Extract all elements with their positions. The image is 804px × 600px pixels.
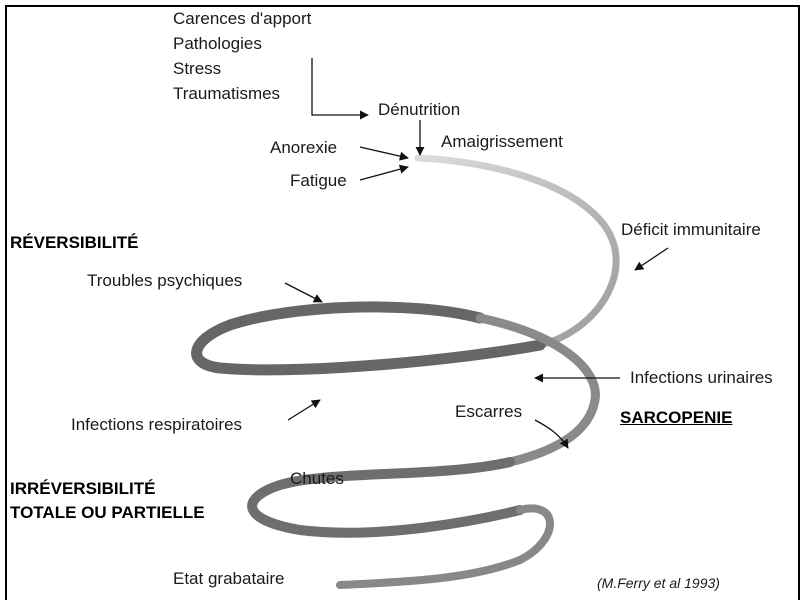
spiral-lower-tail [336,504,554,589]
spiral-upper-loop [414,154,620,349]
citation: (M.Ferry et al 1993) [597,575,720,591]
label-denutrition: Dénutrition [378,100,461,119]
escarres-arrow [534,419,569,449]
spiral-middle-front [475,313,600,467]
anorexie-arrow [359,146,409,161]
causes-connector-arrow [311,58,369,120]
heading-irreversibilite-line2: TOTALE OU PARTIELLE [10,503,205,522]
heading-reversibilite: RÉVERSIBILITÉ [10,233,139,252]
label-troubles-psychiques: Troubles psychiques [87,271,243,290]
label-anorexie: Anorexie [270,138,338,157]
cause-item: Pathologies [173,34,262,53]
label-deficit-immunitaire: Déficit immunitaire [621,220,761,239]
label-escarres: Escarres [455,402,523,421]
diagram-frame [5,5,800,600]
heading-sarcopenie: SARCOPENIE [620,408,733,427]
label-chutes: Chutes [290,469,344,488]
troubles-psychiques-arrow [284,282,323,303]
spiral-middle-band [191,301,546,376]
cause-item: Carences d'apport [173,9,312,28]
cause-item: Stress [173,59,222,78]
label-infections-urinaires: Infections urinaires [630,368,773,387]
causes-list: Carences d'apport Pathologies Stress Tra… [173,6,311,106]
heading-irreversibilite-line1: IRRÉVERSIBILITÉ [10,479,156,498]
fatigue-arrow [359,164,409,181]
label-infections-respiratoires: Infections respiratoires [71,415,243,434]
label-fatigue: Fatigue [290,171,347,190]
infections-respiratoires-arrow [287,399,321,421]
deficit-immunitaire-arrow [634,247,669,271]
cause-item: Traumatismes [173,84,281,103]
label-etat-grabataire: Etat grabataire [173,569,285,588]
spiral-lower-band [247,457,525,538]
label-amaigrissement: Amaigrissement [441,132,563,151]
